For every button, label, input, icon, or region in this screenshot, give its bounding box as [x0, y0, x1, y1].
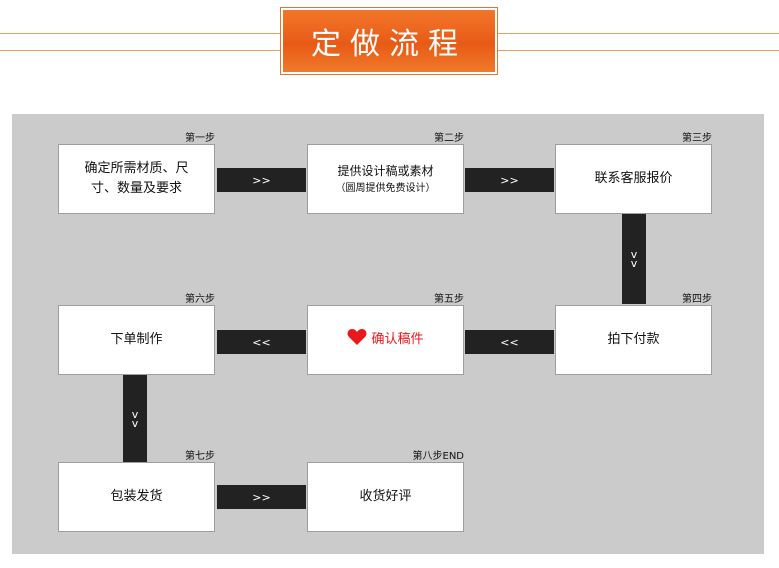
step-5-text: 确认稿件 — [371, 332, 424, 347]
connector-2-3: >> — [465, 168, 554, 192]
down-arrow-icon: v — [630, 248, 638, 261]
step-6-label: 第六步 — [185, 294, 215, 305]
step-1-text-line1: 确定所需材质、尺 — [84, 161, 189, 176]
step-5-content: 确认稿件 — [347, 328, 424, 353]
connector-6-7: v v — [123, 375, 147, 462]
header-line-left — [0, 33, 280, 34]
header-line-left-2 — [0, 50, 280, 51]
step-6-box: 下单制作 — [58, 305, 215, 375]
connector-7-8: >> — [217, 485, 306, 509]
step-8-label: 第八步END — [412, 451, 465, 462]
connector-3-4: v v — [622, 214, 646, 304]
step-4-box: 拍下付款 — [555, 305, 712, 375]
connector-4-5: << — [465, 330, 554, 354]
step-4-label: 第四步 — [682, 294, 712, 305]
header-line-right — [498, 33, 779, 34]
step-2-label: 第二步 — [434, 133, 464, 144]
step-8-text: 收货好评 — [359, 489, 412, 504]
header-line-right-2 — [498, 50, 779, 51]
connector-5-6: << — [217, 330, 306, 354]
title-banner: 定做流程 — [280, 7, 498, 75]
page-title: 定做流程 — [283, 10, 495, 72]
step-3-box: 联系客服报价 — [555, 144, 712, 214]
step-5-box: 确认稿件 — [307, 305, 464, 375]
down-arrow-icon: v — [131, 416, 139, 430]
step-7-label: 第七步 — [185, 451, 215, 462]
step-7-text: 包装发货 — [110, 489, 163, 504]
step-3-label: 第三步 — [682, 133, 712, 144]
step-3-text: 联系客服报价 — [594, 171, 673, 186]
step-2-box: 提供设计稿或素材 （圆周提供免费设计） — [307, 144, 464, 214]
step-4-text: 拍下付款 — [607, 332, 660, 347]
step-7-box: 包装发货 — [58, 462, 215, 532]
step-2-text-line2: （圆周提供免费设计） — [335, 183, 436, 194]
down-arrow-icon: v — [630, 257, 638, 270]
step-2-text-line1: 提供设计稿或素材 — [337, 164, 434, 178]
connector-1-2: >> — [217, 168, 306, 192]
step-5-label: 第五步 — [434, 294, 464, 305]
step-1-box: 确定所需材质、尺 寸、数量及要求 — [58, 144, 215, 214]
heart-icon — [347, 328, 367, 353]
step-6-text: 下单制作 — [110, 332, 163, 347]
down-arrow-icon: v — [131, 407, 139, 421]
step-8-box: 收货好评 — [307, 462, 464, 532]
step-1-text-line2: 寸、数量及要求 — [90, 181, 182, 196]
step-1-label: 第一步 — [185, 133, 215, 144]
